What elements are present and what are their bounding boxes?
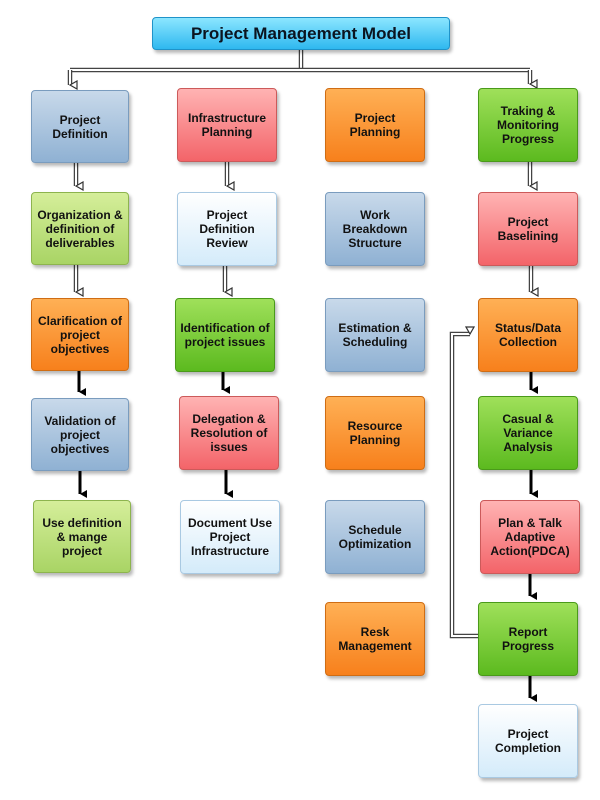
node-project-planning: Project Planning [325,88,425,162]
node-risk-management: Resk Management [325,602,425,676]
node-plan-adaptive-action: Plan & Talk Adaptive Action(PDCA) [480,500,580,574]
node-delegation-resolution: Delegation & Resolution of issues [179,396,279,470]
connector-feedback-loop-outer [449,331,478,639]
diagram-title: Project Management Model [152,17,450,50]
node-project-definition-review: Project Definition Review [177,192,277,266]
node-report-progress: Report Progress [478,602,578,676]
node-validation-objectives: Validation of project objectives [31,398,129,471]
node-use-definition: Use definition & mange project [33,500,131,573]
node-schedule-optimization: Schedule Optimization [325,500,425,574]
node-variance-analysis: Casual & Variance Analysis [478,396,578,470]
node-tracking-monitoring: Traking & Monitoring Progress [478,88,578,162]
node-estimation-scheduling: Estimation & Scheduling [325,298,425,372]
node-organization-deliverables: Organization & definition of deliverable… [31,192,129,265]
node-project-definition: Project Definition [31,90,129,163]
node-infrastructure-planning: Infrastructure Planning [177,88,277,162]
node-identification-issues: Identification of project issues [175,298,275,372]
node-clarification-objectives: Clarification of project objectives [31,298,129,371]
node-project-completion: Project Completion [478,704,578,778]
connector-feedback-loop-inner [451,334,478,637]
node-work-breakdown: Work Breakdown Structure [325,192,425,266]
node-document-infrastructure: Document Use Project Infrastructure [180,500,280,574]
node-resource-planning: Resource Planning [325,396,425,470]
node-project-baselining: Project Baselining [478,192,578,266]
node-status-data-collection: Status/Data Collection [478,298,578,372]
